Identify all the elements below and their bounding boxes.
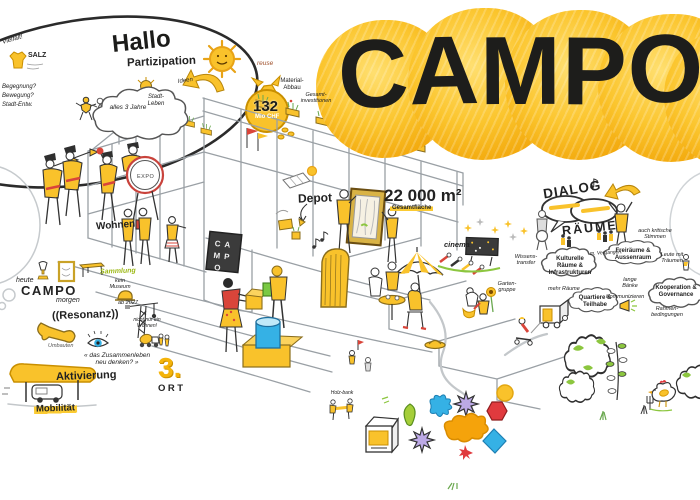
majorette (96, 147, 118, 222)
harp-icon (311, 231, 350, 308)
umbrella-icon (392, 247, 444, 303)
invest-unit: Mio CHF (255, 114, 280, 120)
label-partizipation: Partizipation (126, 54, 197, 70)
open-air-cinema (437, 218, 528, 275)
solar-panel-icon (282, 165, 318, 189)
label-resonanz: ((Resonanz)) (51, 307, 119, 323)
garden-group (462, 287, 496, 319)
label-crane-note: nicht nur ein Wohnen! (133, 317, 161, 329)
water-barrel (241, 316, 304, 368)
table-icon (78, 262, 106, 277)
cafe-scene (368, 247, 446, 350)
helmet-icon (115, 290, 135, 301)
bush-leaves (566, 338, 691, 385)
tiny-figures (158, 333, 170, 347)
dialog-raeume-group (535, 178, 641, 251)
background-arcs (0, 166, 700, 311)
title-letter: P (561, 16, 628, 126)
walking-figures (121, 207, 187, 267)
label-kommunizieren: Kommunizieren (606, 294, 645, 300)
label-cinema: cinema (444, 240, 470, 249)
plant-sprig (599, 341, 654, 421)
crane-icon (124, 302, 159, 339)
trophy-icon (37, 261, 49, 280)
chicken-icon (648, 380, 677, 412)
picture-frame-icon (57, 260, 76, 283)
title-letter: O (626, 13, 700, 124)
dreamer-person-icon (682, 254, 690, 271)
label-sammlung: Sammlung (99, 267, 136, 276)
bushes (558, 334, 700, 403)
invest-caption: Gesamt-investitionen (300, 92, 332, 105)
mirror-carriers (336, 187, 399, 264)
cement-truck-icon (139, 333, 160, 348)
wrench-icon (37, 322, 76, 343)
label-kritische-stimmen: auch kritische Stimmen (638, 228, 672, 241)
cloud-quartiere: Quartiere & Teilhabe (578, 295, 612, 308)
label-ort-number: 3. (158, 352, 182, 383)
title-letter: A (407, 14, 482, 126)
reuse-arrow-icon (182, 68, 225, 93)
wooden-bench (329, 398, 354, 421)
cloud-freiraeume: Freiräume & Aussenraum (614, 248, 652, 261)
bubble-list-item: Begegnung? (2, 84, 37, 90)
bubble-list-item: Stadt-Entw. (2, 102, 33, 108)
label-heute: heute (16, 277, 34, 284)
label-holzbank: Holz-bank (330, 390, 354, 396)
depot-items (275, 203, 308, 240)
drum-label: EXPO (137, 174, 155, 180)
megaphone-icon (619, 299, 637, 312)
sign-row: CA (214, 239, 234, 250)
label-reuse: reuse (257, 60, 274, 67)
drummer (121, 142, 165, 223)
cloud-kooperation: Kooperation & Governance (655, 285, 697, 298)
kiosk-box (364, 416, 400, 454)
abstract-shapes (381, 384, 514, 491)
label-kein-museum: kein Museum (109, 278, 131, 291)
label-depot: Depot (297, 190, 333, 206)
campo-sign-board: CA MP O (205, 230, 243, 274)
label-area: 22 000 m² (384, 186, 462, 205)
mobility-station (2, 363, 97, 403)
label-zusammenleben: « das Zusammenleben neu denken? » (83, 352, 151, 367)
cloud-kulturelle: Kulturelle Räume & Infrastrukturen (548, 256, 592, 276)
marching-band (41, 142, 165, 227)
label-baenke: lange Bänke (622, 277, 638, 290)
label-material-abbau: Material-Abbau (280, 78, 304, 91)
invest-amount: 132 (253, 98, 279, 115)
label-morgen: morgen (56, 297, 80, 304)
label-mobilitaet: Mobilität (33, 402, 78, 416)
bubble-list-item: Bewegung? (2, 93, 34, 99)
roof-flags-icon (246, 128, 268, 151)
label-rahmenbedingungen: Rahmen-bedingungen (651, 306, 683, 319)
label-mehr-raeume: mehr Räume (548, 286, 580, 292)
label-ab-2027: ab 2027 (118, 300, 138, 306)
truck-and-scooter (514, 298, 569, 346)
cloud-alle-3-jahre: alles 3 Jahre (109, 104, 147, 111)
label-gartengruppe: Garten-gruppe (497, 281, 517, 294)
small-figures (348, 340, 372, 372)
loungers (439, 252, 485, 275)
title-letter: M (479, 15, 563, 126)
box-passing-figures (219, 265, 288, 353)
label-wissenstransfer: Wissens-transfer (514, 254, 538, 267)
label-leute-traeumen: Leute mit Träumen (660, 252, 684, 265)
note-stadtleben: Stadt-Leben (147, 94, 165, 107)
sign-row: O (214, 263, 225, 273)
eye-icon (87, 330, 110, 348)
label-aktivierung: Aktivierung (55, 368, 117, 384)
shirt-icon (9, 51, 44, 70)
label-area-caption: Gesamtfläche (390, 205, 434, 212)
label-umbauten: Umbauten (48, 343, 74, 349)
label-ort: ORT (158, 383, 186, 394)
title-letter: C (335, 17, 413, 130)
note-salz: SALZ (28, 52, 47, 59)
page-title: C A M P O (335, 13, 700, 130)
sign-row: MP (213, 251, 234, 262)
label-campo-small: CAMPO (21, 283, 77, 298)
sun-icon (202, 39, 242, 79)
